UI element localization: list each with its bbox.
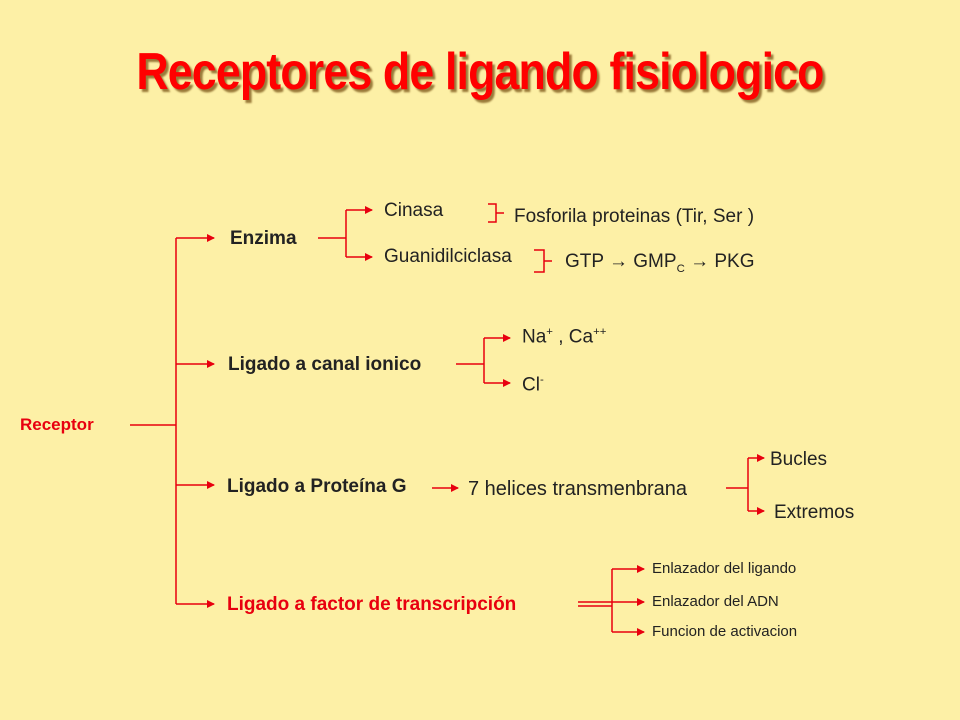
loop-extremos: Extremos: [774, 502, 855, 523]
root-receptor: Receptor: [20, 415, 94, 434]
ion-cl: Cl-: [522, 374, 544, 396]
branch-enzima: Enzima: [230, 228, 297, 249]
ion-na-ca: Na+ , Ca++: [522, 326, 607, 348]
domain-funcion-activacion: Funcion de activacion: [652, 623, 798, 640]
enzyme-guanidilciclasa: Guanidilciclasa: [384, 246, 512, 267]
brace-cinasa: [488, 203, 504, 223]
branch-factor-transcripcion: Ligado a factor de transcripción: [227, 594, 517, 615]
domain-enlazador-ligando: Enlazador del ligando: [652, 560, 797, 577]
branch-canal-ionico: Ligado a canal ionico: [228, 354, 422, 375]
enzyme-cinasa: Cinasa: [384, 200, 444, 221]
effect-fosforila: Fosforila proteinas (Tir, Ser ): [514, 206, 755, 227]
page-title: Receptores de ligando fisiologico: [136, 43, 824, 101]
helices-transmembrana: 7 helices transmenbrana: [468, 478, 688, 500]
domain-enlazador-adn: Enlazador del ADN: [652, 593, 779, 610]
branch-proteina-g: Ligado a Proteína G: [227, 476, 407, 497]
brace-guanidil: [534, 249, 552, 273]
loop-bucles: Bucles: [770, 449, 828, 470]
effect-gtp-gmpc-pkg: GTP → GMPC → PKG: [565, 251, 755, 275]
